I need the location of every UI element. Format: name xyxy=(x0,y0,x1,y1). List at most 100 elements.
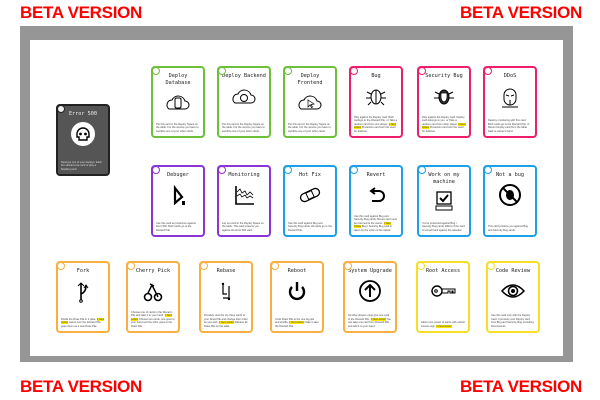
card-security-bug[interactable]: Security Bug Play against the Deploy car… xyxy=(417,66,471,138)
card-title: Fork xyxy=(76,268,90,274)
card-description-text: Put this card in the Deploy Space on the… xyxy=(288,122,331,133)
card-title: Work on my machine xyxy=(428,172,460,185)
card-description-text: Lay out card in the Deploy Space on the … xyxy=(222,221,264,232)
card-debuger[interactable]: Debuger Use this card as protection agai… xyxy=(151,165,205,237)
card-description: Put this card in the Deploy Space on the… xyxy=(288,123,332,133)
card-bug[interactable]: Bug Play against the Deploy card. Both c… xyxy=(349,66,403,138)
card-revert[interactable]: Revert Use this card against Bug and Sec… xyxy=(349,165,403,237)
card-deploy-database[interactable]: Deploy Database Put this card in the Dep… xyxy=(151,66,205,138)
shield-bug-icon xyxy=(419,82,469,110)
card-not-a-bug[interactable]: Not a bug This card protects you against… xyxy=(483,165,537,237)
card-monitoring[interactable]: Monitoring Lay out card in the Deploy Sp… xyxy=(217,165,271,237)
card-work-on-my-machine[interactable]: Work on my machine You're protected agai… xyxy=(417,165,471,237)
card-description-text: Play against the Deploy card. Both cards… xyxy=(354,115,398,126)
card-title: Deploy Frontend xyxy=(297,73,323,86)
card-description-extra: Game over the Discard Pile goes down as … xyxy=(61,321,101,328)
card-description-extra: Bug / Security Bug card is taken by the … xyxy=(354,225,392,232)
card-description: You're protected against Bug / Security … xyxy=(422,222,466,232)
beta-watermark-bottom-left: BETA VERSION xyxy=(20,377,143,396)
cloud-database-icon xyxy=(153,88,203,116)
eye-icon xyxy=(488,277,538,305)
card-fork[interactable]: Fork Divide the Draw Pile in 2 piles. 1 … xyxy=(56,261,110,333)
cloud-cursor-icon xyxy=(285,88,335,116)
card-corner-badge xyxy=(272,263,279,270)
cherry-icon xyxy=(128,277,178,305)
card-description-text: Put this card in the Deploy Space on the… xyxy=(156,122,199,133)
next-action-highlight: 1 Next Action xyxy=(219,321,235,325)
card-code-review[interactable]: Code Review Use this card only with the … xyxy=(486,261,540,333)
next-action-highlight: 1 Next Action xyxy=(289,321,305,325)
card-description-extra: Take in also the Discard Pile. xyxy=(275,321,319,328)
skull-icon xyxy=(58,120,108,148)
card-corner-badge xyxy=(488,263,495,270)
power-icon xyxy=(272,277,322,305)
next-action-highlight: 1 Next Action xyxy=(370,317,386,321)
card-description: Play against the Deploy card. Both cards… xyxy=(354,116,398,133)
card-title: Debuger xyxy=(167,172,189,178)
card-corner-badge xyxy=(285,68,292,75)
card-description-text: Use this card against Bug and Security B… xyxy=(288,221,332,232)
beta-watermark-bottom-right: BETA VERSION xyxy=(459,377,582,396)
card-system-upgrade[interactable]: System Upgrade All other players must gi… xyxy=(343,261,397,333)
card-description-text: All other players must give one card to … xyxy=(348,314,390,321)
card-title: Rebase xyxy=(216,268,236,274)
card-reboot[interactable]: Reboot Undo Draw Pile to the one big pil… xyxy=(270,261,324,333)
card-description: Use this card against Bug and Security B… xyxy=(288,222,332,232)
beta-watermark-top-left: BETA VERSION xyxy=(20,3,143,22)
card-error-500[interactable]: Error 500 Destroys one of your deploys. … xyxy=(56,104,110,176)
fork-icon xyxy=(58,277,108,305)
card-hot-fix[interactable]: Hot Fix Use this card against Bug and Se… xyxy=(283,165,337,237)
card-ddos[interactable]: DDoS Destroy monitoring with this card. … xyxy=(483,66,537,138)
card-title: Deploy Backend xyxy=(222,73,266,79)
bug-icon xyxy=(351,82,401,110)
card-corner-badge xyxy=(351,68,358,75)
card-rebase[interactable]: Rebase Privately view the top three card… xyxy=(199,261,253,333)
card-title: Code Review xyxy=(495,268,531,274)
card-description: Choose one of cards in the Discard Pile … xyxy=(131,311,175,328)
card-corner-badge xyxy=(351,167,358,174)
hacker-icon xyxy=(485,82,535,110)
card-description-extra: Protection card can't be used for defens… xyxy=(354,126,396,133)
card-corner-badge xyxy=(419,167,426,174)
card-description-text: Use this card against Bug and Security B… xyxy=(354,214,397,225)
card-description-text: Use this card only with the Deploy Card.… xyxy=(491,314,534,328)
card-description: Lay out card in the Deploy Space on the … xyxy=(222,222,266,232)
card-description: Divide the Draw Pile in 2 piles. 1 Next … xyxy=(61,317,105,328)
rebase-icon xyxy=(201,277,251,305)
card-description: Destroy monitoring with this card. Both … xyxy=(488,119,532,133)
card-description-text: Play against the Deploy card. Deploy car… xyxy=(422,115,465,126)
card-cherry-pick[interactable]: Cherry Pick Choose one of cards in the D… xyxy=(126,261,180,333)
card-corner-badge xyxy=(201,263,208,270)
card-corner-badge xyxy=(128,263,135,270)
card-description: Use this card against Bug and Security B… xyxy=(354,215,398,232)
chart-icon xyxy=(219,181,269,209)
card-description: Use this card only with the Deploy Card.… xyxy=(491,314,535,328)
revert-icon xyxy=(351,181,401,209)
card-deploy-frontend[interactable]: Deploy Frontend Put this card in the Dep… xyxy=(283,66,337,138)
card-description-extra: Choose two cards, one goes to your hand … xyxy=(131,317,175,328)
card-description: Play against the Deploy card. Deploy car… xyxy=(422,116,466,133)
card-deploy-backend[interactable]: Deploy Backend Put this card in the Depl… xyxy=(217,66,271,138)
card-description-text: Adds more power to cards with a Root Acc… xyxy=(421,321,465,328)
computer-check-icon xyxy=(419,187,469,215)
beta-watermark-top-right: BETA VERSION xyxy=(459,3,582,22)
card-title: Bug xyxy=(371,73,381,79)
card-description: Put this card in the Deploy Space on the… xyxy=(156,123,200,133)
card-description: This card protects you against Bug and S… xyxy=(488,225,532,232)
card-corner-badge xyxy=(285,167,292,174)
card-description-text: Destroy monitoring with this card. Both … xyxy=(488,119,530,133)
no-bug-icon xyxy=(485,181,535,209)
card-description-text: Privately view the top three cards of yo… xyxy=(204,314,248,325)
card-description-text: Choose one of cards in the Discard Pile … xyxy=(131,310,172,318)
card-description-extra: Protection card can't be used for defens… xyxy=(422,126,464,133)
card-description-text: You're protected against Bug / Security … xyxy=(422,221,465,232)
card-root-access[interactable]: Root Access Adds more power to cards wit… xyxy=(416,261,470,333)
card-title: System Upgrade xyxy=(348,268,392,274)
card-title: Root Access xyxy=(425,268,461,274)
card-description: Put this card in the Deploy Space on the… xyxy=(222,123,266,133)
card-title: Hot Fix xyxy=(299,172,321,178)
card-corner-badge xyxy=(219,68,226,75)
card-corner-badge xyxy=(153,167,160,174)
card-title: Cherry Pick xyxy=(135,268,171,274)
next-action-highlight: 1 Next Action xyxy=(436,324,452,328)
